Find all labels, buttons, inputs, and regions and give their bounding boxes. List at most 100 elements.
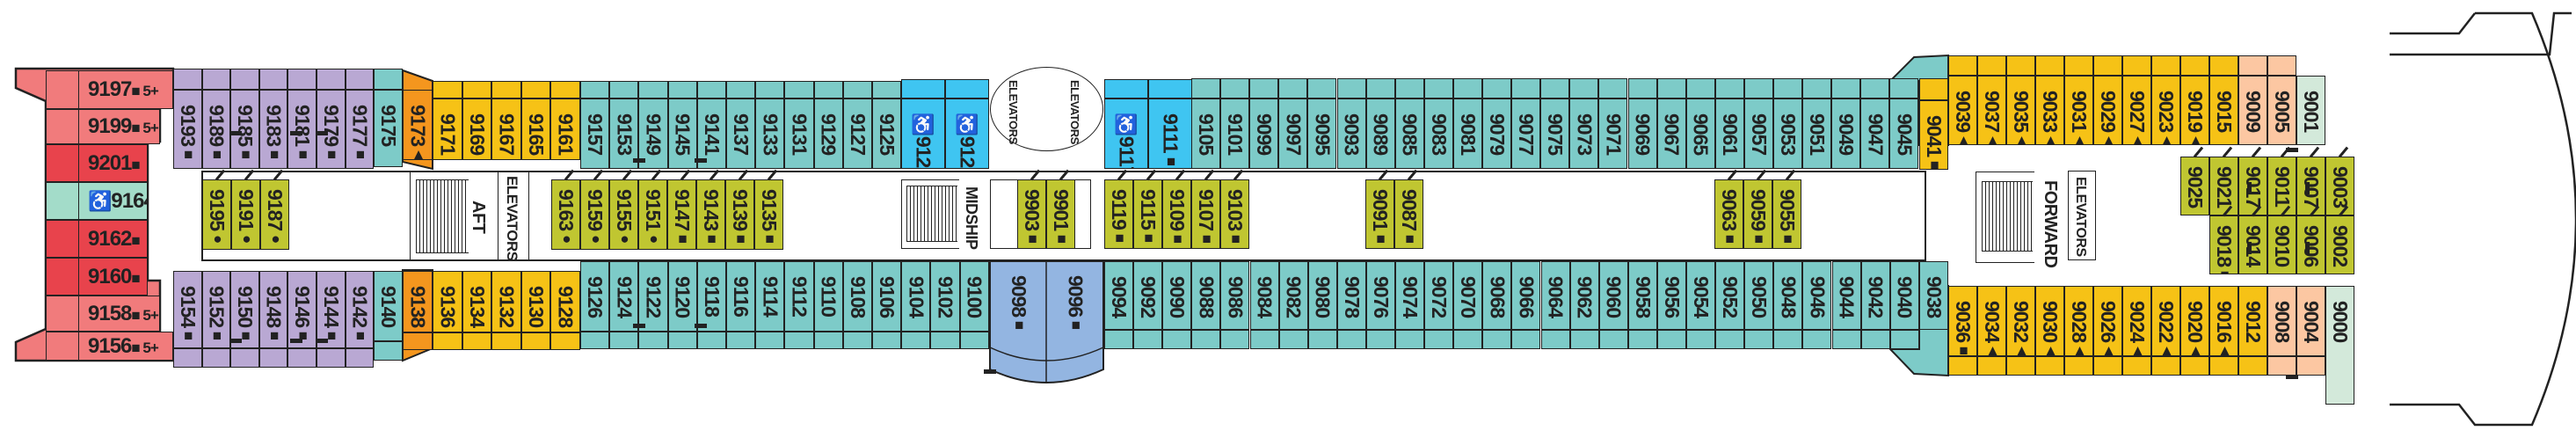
cabin-9064[interactable]: 9064 (1540, 261, 1570, 330)
cabin-9098[interactable]: 9098 ■ (990, 261, 1047, 347)
cabin-9141[interactable]: 9141 (696, 99, 726, 169)
cabin-9117[interactable]: ♿9117 (1104, 99, 1148, 169)
cabin-9020[interactable]: 9020 ▲ (2180, 286, 2209, 356)
cabin-9110[interactable]: 9110 (813, 261, 843, 332)
cabin-9171[interactable]: 9171 ■▲ (433, 99, 462, 160)
cabin-9033[interactable]: 9033 ▲ (2035, 76, 2064, 145)
cabin-9094[interactable]: 9094 (1104, 261, 1134, 330)
cabin-9126[interactable]: 9126 (580, 261, 610, 332)
cabin-9021[interactable]: 9021 (2209, 157, 2238, 215)
cabin-9125[interactable]: 9125 (872, 99, 902, 169)
cabin-9109[interactable]: 9109 ■● (1162, 179, 1191, 249)
cabin-9070[interactable]: 9070 (1453, 261, 1483, 330)
cabin-9102[interactable]: 9102 (930, 261, 960, 332)
cabin-9177[interactable]: 9177 ■ (345, 90, 375, 169)
cabin-9195[interactable]: 9195 ● (202, 179, 231, 250)
cabin-9124[interactable]: 9124 (609, 261, 639, 332)
cabin-9053[interactable]: 9053 (1773, 99, 1803, 169)
cabin-9105[interactable]: 9105 (1191, 99, 1221, 169)
cabin-9078[interactable]: 9078 (1336, 261, 1366, 330)
cabin-9185[interactable]: 9185 ■ (230, 90, 259, 169)
cabin-9140[interactable]: 9140 (374, 271, 403, 341)
cabin-9016[interactable]: 9016 ▲ (2209, 286, 2238, 356)
cabin-9107[interactable]: 9107 ■● (1191, 179, 1220, 249)
cabin-9067[interactable]: 9067 (1656, 99, 1686, 169)
cabin-9160[interactable]: 9160 ■ (78, 258, 148, 296)
cabin-9061[interactable]: 9061 (1714, 99, 1744, 169)
cabin-9097[interactable]: 9097 (1278, 99, 1308, 169)
cabin-9191[interactable]: 9191 ● (231, 179, 260, 250)
cabin-9167[interactable]: 9167 ■▲ (491, 99, 521, 160)
cabin-9080[interactable]: 9080 (1307, 261, 1337, 330)
cabin-9156[interactable]: 9156 ■ 5+ (78, 332, 173, 361)
cabin-9145[interactable]: 9145 (667, 99, 697, 169)
cabin-9032[interactable]: 9032 ▲ (2006, 286, 2035, 356)
cabin-9181[interactable]: 9181 ■ (287, 90, 317, 169)
cabin-9073[interactable]: 9073 (1569, 99, 1599, 169)
cabin-9149[interactable]: 9149 (638, 99, 668, 169)
cabin-9037[interactable]: 9037 ▲ (1977, 76, 2006, 145)
cabin-9056[interactable]: 9056 (1656, 261, 1686, 330)
cabin-9155[interactable]: 9155 ● (609, 179, 638, 250)
cabin-9095[interactable]: 9095 (1307, 99, 1337, 169)
cabin-9071[interactable]: 9071 (1598, 99, 1628, 169)
cabin-9055[interactable]: 9055 ■ (1772, 179, 1801, 249)
cabin-9040[interactable]: 9040 (1889, 261, 1919, 330)
cabin-9022[interactable]: 9022 ▲ (2151, 286, 2180, 356)
cabin-9148[interactable]: 9148 ■ (258, 271, 288, 348)
cabin-9000[interactable]: 9000 (2325, 286, 2354, 405)
cabin-9034[interactable]: 9034 ▲ (1977, 286, 2006, 356)
cabin-9087[interactable]: 9087 ■ (1394, 179, 1423, 249)
cabin-9121[interactable]: ♿9121 (945, 99, 989, 169)
cabin-9175[interactable]: 9175 (374, 90, 403, 167)
cabin-9059[interactable]: 9059 ■ (1743, 179, 1772, 249)
cabin-9133[interactable]: 9133 (755, 99, 785, 169)
cabin-9065[interactable]: 9065 (1685, 99, 1715, 169)
cabin-9007[interactable]: 9007 (2296, 157, 2325, 215)
cabin-9054[interactable]: 9054 (1686, 261, 1716, 330)
cabin-9046[interactable]: 9046 (1802, 261, 1832, 330)
cabin-9159[interactable]: 9159 ● (580, 179, 609, 250)
cabin-9051[interactable]: 9051 (1802, 99, 1832, 169)
cabin-9152[interactable]: 9152 ■ (201, 271, 231, 348)
cabin-9100[interactable]: 9100 (959, 261, 989, 332)
cabin-9047[interactable]: 9047 (1860, 99, 1890, 169)
cabin-9111[interactable]: 9111 ■ (1148, 99, 1192, 169)
cabin-9163[interactable]: 9163 ● (551, 179, 580, 250)
cabin-9086[interactable]: 9086 (1220, 261, 1250, 330)
cabin-9039[interactable]: 9039 ▲ (1948, 76, 1977, 145)
cabin-9120[interactable]: 9120 (667, 261, 697, 332)
cabin-9189[interactable]: 9189 ■ (201, 90, 231, 169)
cabin-9076[interactable]: 9076 (1365, 261, 1395, 330)
cabin-9131[interactable]: 9131 (784, 99, 814, 169)
cabin-9012[interactable]: 9012 (2238, 286, 2267, 356)
cabin-9028[interactable]: 9028 ▲ (2064, 286, 2093, 356)
cabin-9057[interactable]: 9057 (1743, 99, 1773, 169)
cabin-9164[interactable]: ♿9164 (78, 182, 148, 220)
cabin-9023[interactable]: 9023 ▲ (2151, 76, 2180, 145)
cabin-9138[interactable]: 9138 ▲ (403, 271, 433, 332)
cabin-9038[interactable]: 9038 (1919, 261, 1948, 330)
cabin-9901[interactable]: 9901 ■ (1046, 179, 1075, 249)
cabin-9008[interactable]: 9008 (2267, 286, 2296, 356)
cabin-9179[interactable]: 9179 ■ (317, 90, 346, 169)
cabin-9001[interactable]: 9001 (2296, 76, 2325, 145)
cabin-9173[interactable]: 9173 ▲ (403, 90, 433, 160)
cabin-9003[interactable]: 9003 (2325, 157, 2354, 215)
cabin-9093[interactable]: 9093 (1336, 99, 1366, 169)
cabin-9081[interactable]: 9081 (1452, 99, 1482, 169)
cabin-9075[interactable]: 9075 (1540, 99, 1570, 169)
cabin-9132[interactable]: 9132 ■▲ (491, 271, 521, 332)
cabin-9183[interactable]: 9183 ■ (258, 90, 288, 169)
cabin-9123[interactable]: ♿9123 (901, 99, 945, 169)
cabin-9079[interactable]: 9079 (1482, 99, 1512, 169)
cabin-9114[interactable]: 9114 (755, 261, 785, 332)
cabin-9142[interactable]: 9142 ■ (345, 271, 375, 348)
cabin-9031[interactable]: 9031 ▲ (2064, 76, 2093, 145)
cabin-9136[interactable]: 9136 ■▲ (433, 271, 462, 332)
cabin-9151[interactable]: 9151 ● (638, 179, 667, 250)
cabin-9112[interactable]: 9112 (784, 261, 814, 332)
cabin-9201[interactable]: 9201 ■ (78, 144, 148, 182)
cabin-9146[interactable]: 9146 ■ (287, 271, 317, 348)
cabin-9903[interactable]: 9903 ■ (1017, 179, 1046, 249)
